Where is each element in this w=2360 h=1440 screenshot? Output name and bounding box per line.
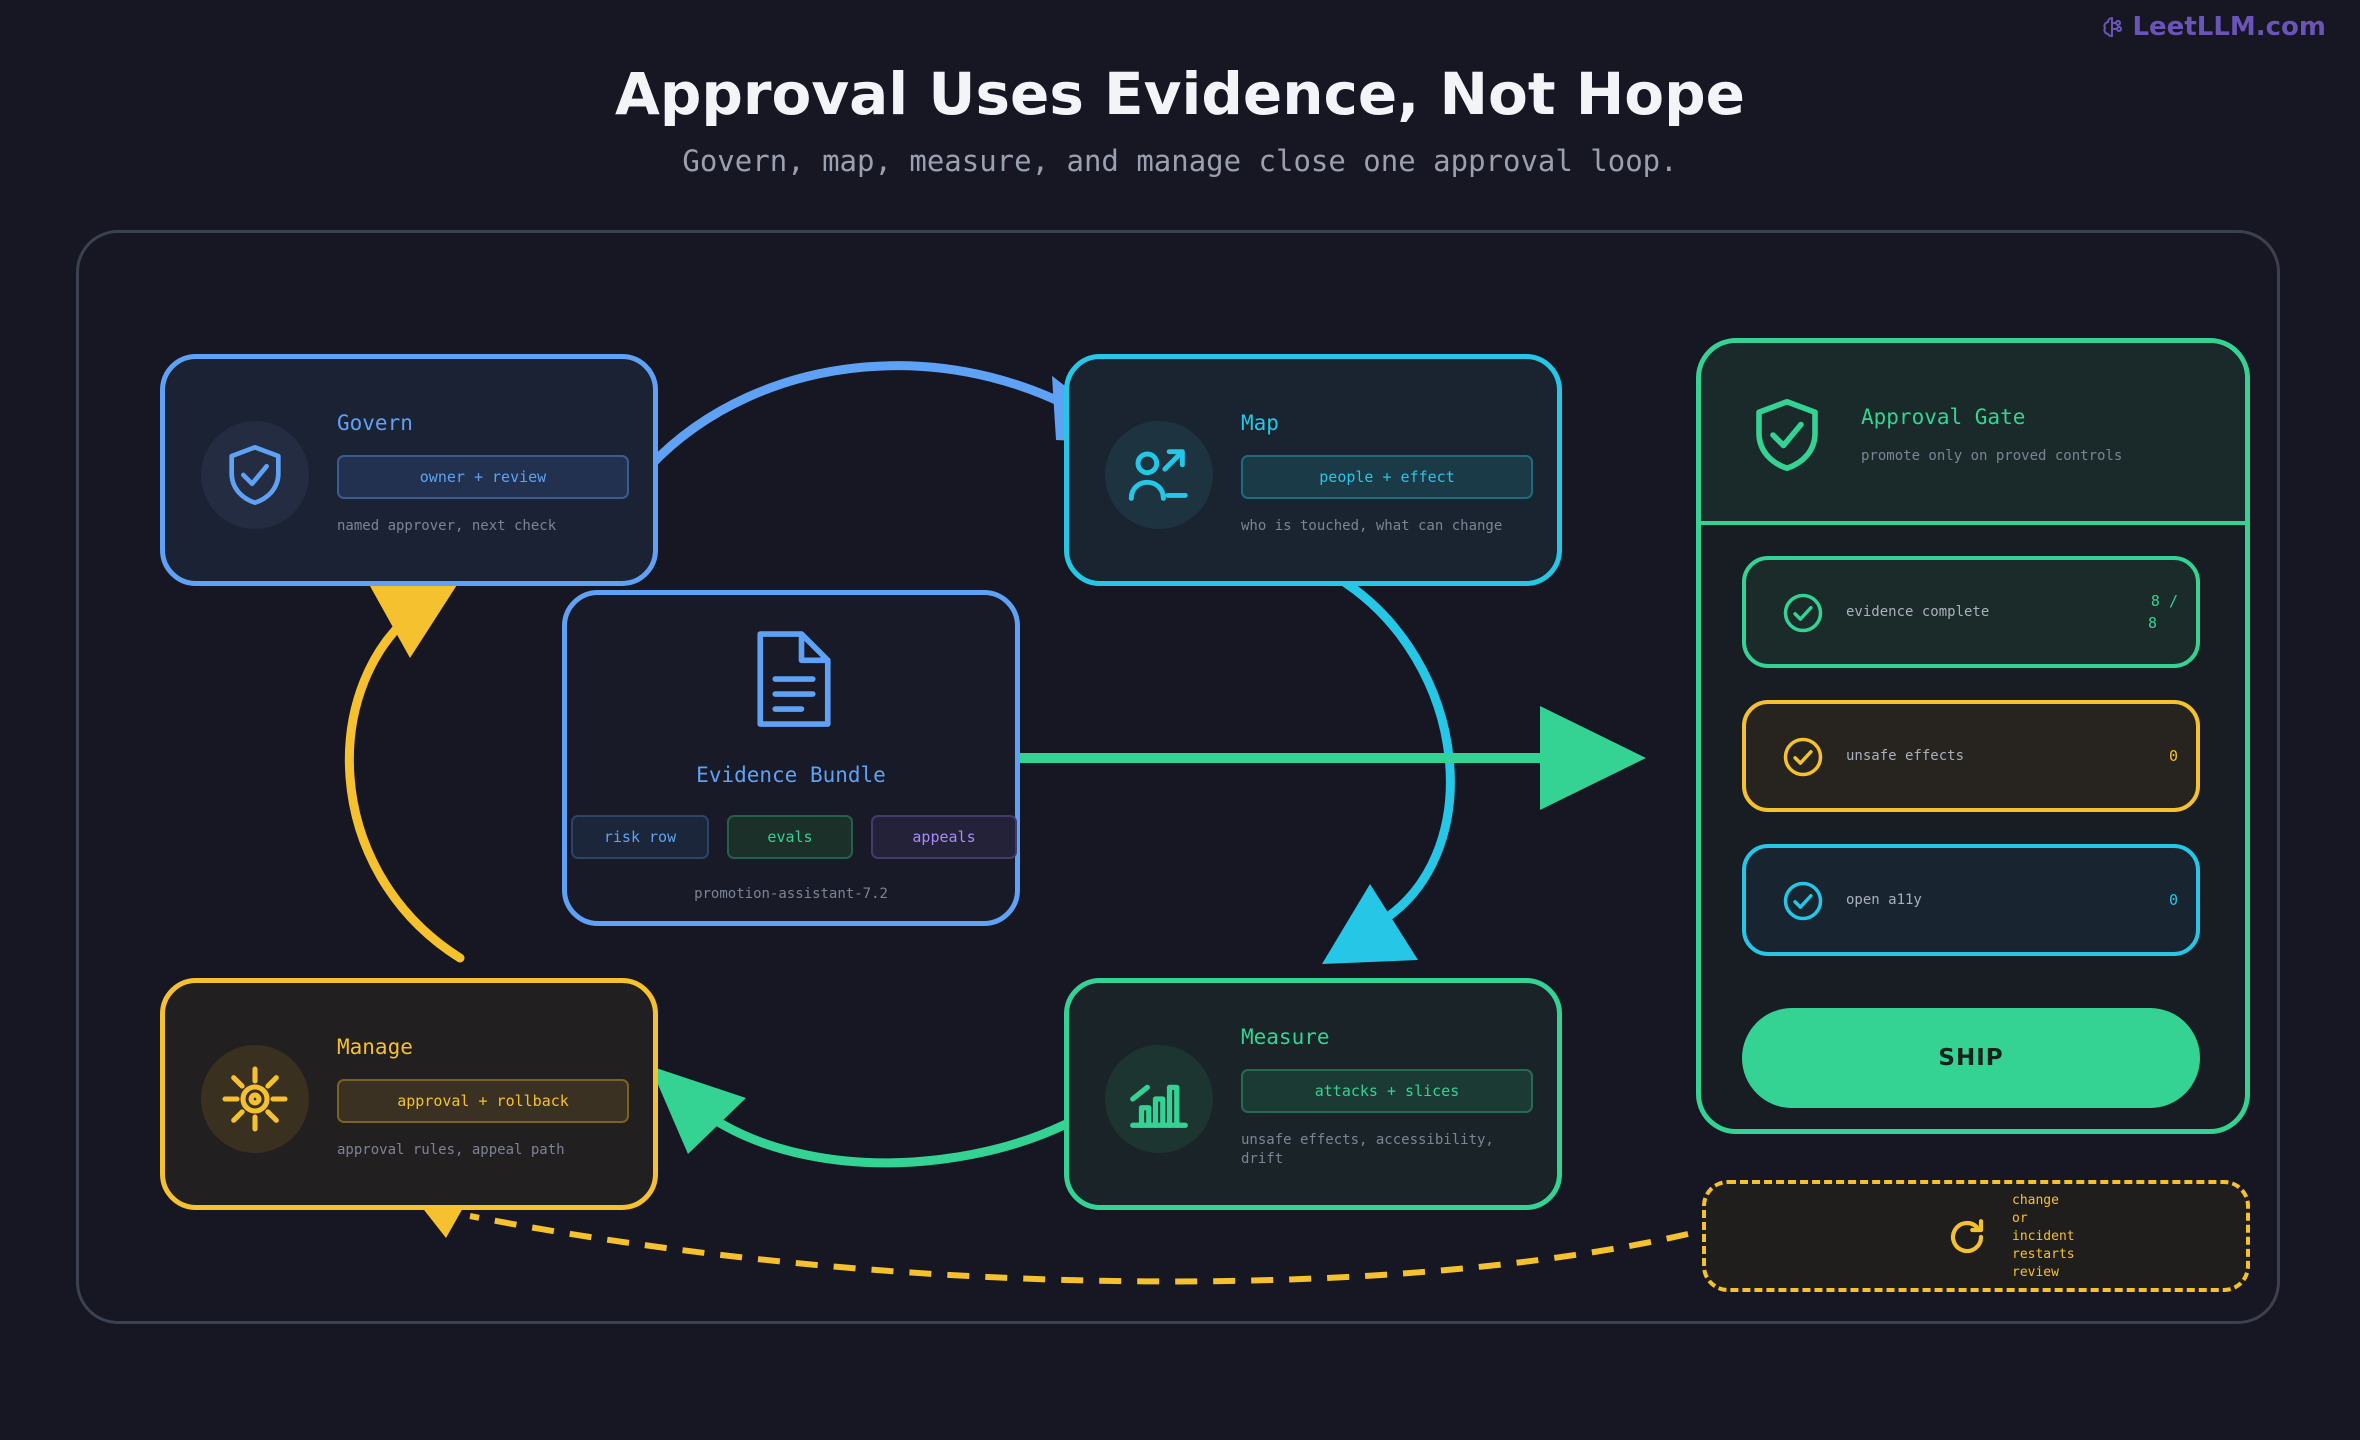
manage-pill: approval + rollback <box>337 1079 629 1123</box>
restart-text: change or incident restarts review <box>2012 1192 2075 1282</box>
gear-icon <box>222 1066 288 1132</box>
gate-value-line-1: 8 / <box>2150 592 2178 610</box>
shield-check-icon <box>229 444 281 506</box>
check-circle-icon <box>1783 881 1823 921</box>
page-subtitle: Govern, map, measure, and manage close o… <box>682 144 1678 178</box>
measure-desc: unsafe effects, accessibility, drift <box>1241 1131 1494 1169</box>
arrow-manage-to-govern <box>344 603 465 963</box>
measure-desc-line-1: unsafe effects, accessibility, <box>1241 1132 1494 1148</box>
manage-icon-circle <box>201 1045 309 1153</box>
arrow-govern-to-map <box>645 361 1115 471</box>
ship-button[interactable]: SHIP <box>1742 1008 2200 1108</box>
evidence-footer: promotion-assistant-7.2 <box>694 886 888 902</box>
gate-row-evidence[interactable]: evidence complete 8 / 8 <box>1742 556 2200 668</box>
govern-pill: owner + review <box>337 455 629 499</box>
evidence-bundle-card[interactable]: Evidence Bundle risk row evals appeals p… <box>562 590 1020 926</box>
map-desc: who is touched, what can change <box>1241 518 1503 534</box>
measure-card[interactable]: Measure attacks + slices unsafe effects,… <box>1064 978 1562 1210</box>
evidence-tag-evals: evals <box>727 815 853 859</box>
manage-title: Manage <box>337 1035 413 1059</box>
brand-logo[interactable]: LeetLLM.com <box>2100 12 2326 42</box>
measure-pill: attacks + slices <box>1241 1069 1533 1113</box>
shield-check-icon <box>1756 398 1818 472</box>
brand-name: LeetLLM.com <box>2132 12 2326 42</box>
measure-desc-line-2: drift <box>1241 1151 1284 1167</box>
measure-icon-circle <box>1105 1045 1213 1153</box>
person-arrow-icon <box>1128 449 1188 501</box>
evidence-title: Evidence Bundle <box>696 763 886 787</box>
gate-row-open-a11y[interactable]: open a11y 0 <box>1742 844 2200 956</box>
gate-row-label: open a11y <box>1846 892 1922 908</box>
govern-icon-circle <box>201 421 309 529</box>
brain-icon <box>2103 17 2123 38</box>
gate-row-value: 8 / 8 <box>2148 560 2178 664</box>
arrowhead-evidence-to-gate <box>1540 706 1646 810</box>
evidence-tag-appeals: appeals <box>871 815 1017 859</box>
map-title: Map <box>1241 411 1279 435</box>
manage-desc: approval rules, appeal path <box>337 1142 565 1158</box>
arrowhead-measure-to-manage <box>650 1066 746 1154</box>
document-icon <box>757 631 831 727</box>
restart-line: restarts <box>2012 1247 2075 1262</box>
gate-subtitle: promote only on proved controls <box>1861 448 2123 464</box>
map-card[interactable]: Map people + effect who is touched, what… <box>1064 354 1562 586</box>
restart-line: review <box>2012 1265 2059 1280</box>
gate-row-label: unsafe effects <box>1846 748 1965 764</box>
map-pill: people + effect <box>1241 455 1533 499</box>
restart-line: change <box>2012 1193 2059 1208</box>
restart-box[interactable]: change or incident restarts review <box>1702 1180 2250 1292</box>
govern-title: Govern <box>337 411 413 435</box>
gate-value-line-2: 8 <box>2148 614 2158 632</box>
map-icon-circle <box>1105 421 1213 529</box>
gate-row-value: 0 <box>2168 747 2178 765</box>
arrowhead-manage-to-govern <box>370 574 464 658</box>
evidence-tag-risk-row: risk row <box>571 815 709 859</box>
restart-line: incident <box>2012 1229 2075 1244</box>
arrow-map-to-measure <box>1333 573 1455 930</box>
gate-row-unsafe-effects[interactable]: unsafe effects 0 <box>1742 700 2200 812</box>
arrowhead-map-to-measure <box>1322 884 1418 964</box>
arrow-restart-to-manage <box>469 1213 1689 1285</box>
diagram-frame <box>76 230 2280 1324</box>
gate-title: Approval Gate <box>1861 405 2026 429</box>
govern-desc: named approver, next check <box>337 518 557 534</box>
govern-card[interactable]: Govern owner + review named approver, ne… <box>160 354 658 586</box>
restart-line: or <box>2012 1211 2028 1226</box>
gate-row-label: evidence complete <box>1846 604 1990 620</box>
manage-card[interactable]: Manage approval + rollback approval rule… <box>160 978 658 1210</box>
measure-title: Measure <box>1241 1025 1330 1049</box>
page-title: Approval Uses Evidence, Not Hope <box>614 60 1745 128</box>
check-circle-icon <box>1783 737 1823 777</box>
gate-row-value: 0 <box>2168 891 2178 909</box>
refresh-icon <box>1950 1219 1984 1254</box>
bar-chart-icon <box>1130 1084 1188 1128</box>
check-circle-icon <box>1783 593 1823 633</box>
